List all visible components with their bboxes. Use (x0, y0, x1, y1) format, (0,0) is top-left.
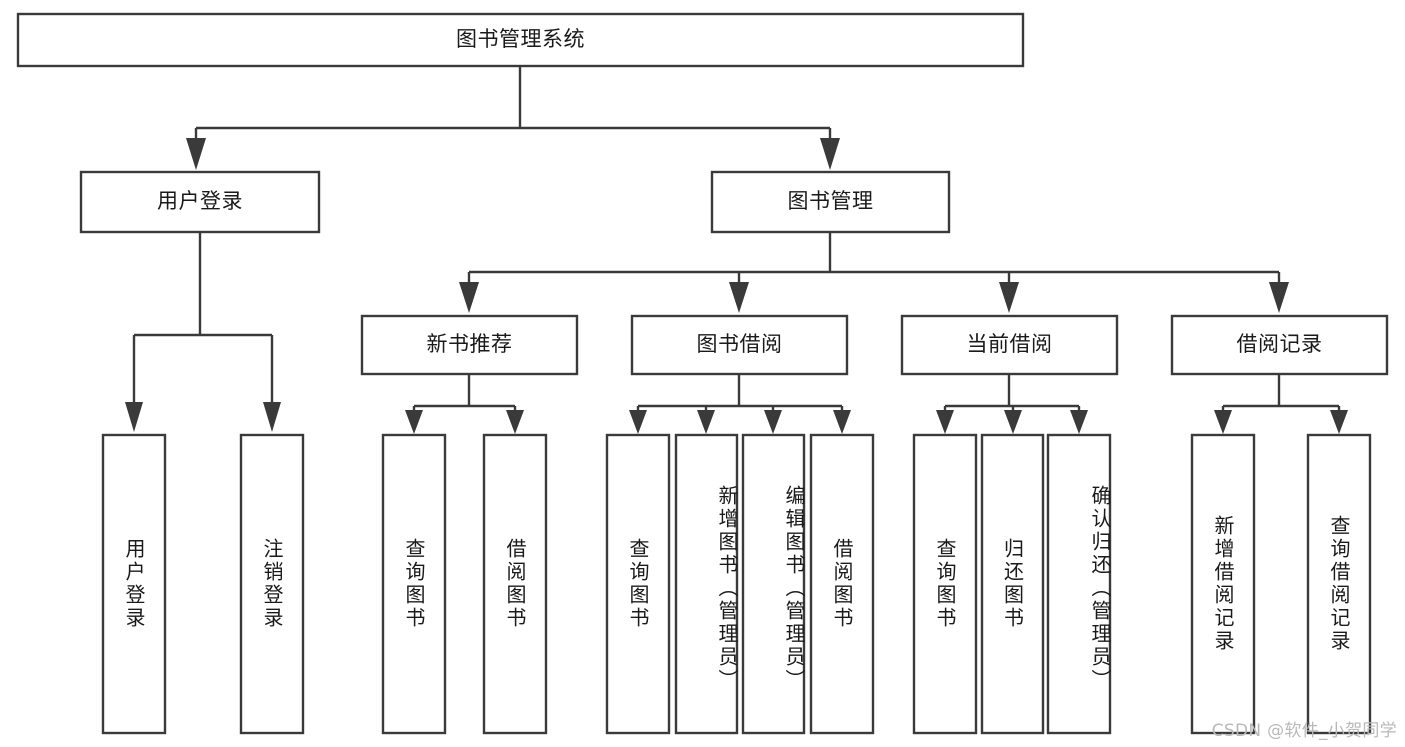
arrow-to-leaf-query-book-3 (936, 410, 954, 434)
arrow-to-leaf-borrow-book-1 (506, 410, 524, 434)
node-book-management-box[interactable] (710, 170, 951, 234)
arrow-to-book-management (820, 138, 840, 170)
node-leaf-query-borrow-record-box[interactable] (1306, 433, 1372, 735)
arrow-to-leaf-confirm-return-admin (1070, 410, 1088, 434)
node-borrow-record-box[interactable] (1170, 314, 1389, 376)
node-leaf-confirm-return-admin-box[interactable] (1046, 433, 1112, 735)
node-current-borrow-box[interactable] (900, 314, 1119, 376)
arrow-to-borrow-record (1269, 282, 1289, 313)
arrow-to-leaf-query-book-1 (405, 410, 423, 434)
arrow-to-leaf-return-book (1004, 410, 1022, 434)
node-root-box[interactable] (16, 12, 1025, 68)
node-leaf-add-borrow-record-box[interactable] (1190, 433, 1256, 735)
node-leaf-return-book-box[interactable] (980, 433, 1045, 735)
node-user-login-box[interactable] (79, 170, 321, 234)
arrow-to-leaf-user-login (125, 402, 143, 432)
node-leaf-logout-login-box[interactable] (239, 433, 305, 735)
arrow-to-book-borrow (729, 282, 749, 313)
arrow-to-user-login (186, 138, 206, 170)
arrow-to-leaf-add-book-admin (697, 410, 715, 434)
node-leaf-borrow-book-2-box[interactable] (809, 433, 875, 735)
node-leaf-add-book-admin-box[interactable] (674, 433, 739, 735)
node-book-borrow-box[interactable] (630, 314, 849, 376)
arrow-to-leaf-query-book-2 (629, 410, 647, 434)
arrow-to-current-borrow (999, 282, 1019, 313)
arrow-to-new-book-recommend (459, 282, 479, 313)
node-new-book-recommend-box[interactable] (360, 314, 579, 376)
arrow-to-leaf-logout-login (263, 402, 281, 432)
csdn-watermark: CSDN @软件_小贺同学 (1211, 721, 1397, 741)
node-leaf-query-book-2-box[interactable] (605, 433, 671, 735)
arrow-to-leaf-query-borrow-record (1330, 410, 1348, 434)
arrow-to-leaf-borrow-book-2 (833, 410, 851, 434)
node-leaf-edit-book-admin-box[interactable] (741, 433, 806, 735)
arrow-to-leaf-add-borrow-record (1214, 410, 1232, 434)
node-leaf-borrow-book-1-box[interactable] (482, 433, 548, 735)
node-leaf-query-book-3-box[interactable] (912, 433, 978, 735)
node-leaf-user-login-box[interactable] (101, 433, 167, 735)
arrow-to-leaf-edit-book-admin (764, 410, 782, 434)
node-leaf-query-book-1-box[interactable] (381, 433, 447, 735)
